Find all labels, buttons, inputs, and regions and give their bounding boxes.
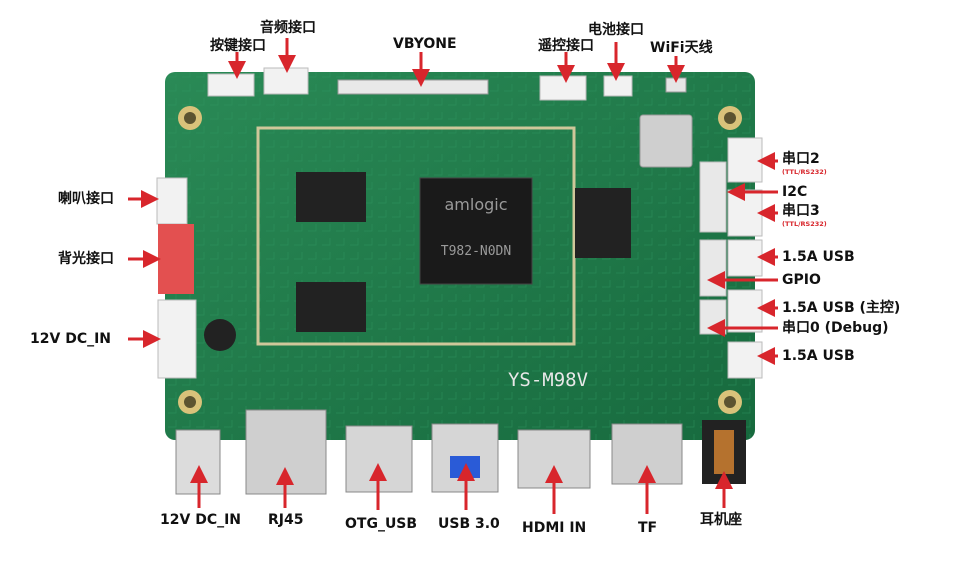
label-backlight: 背光接口 [58, 251, 114, 267]
battery-connector [603, 75, 633, 97]
label-remote: 遥控接口 [538, 38, 594, 54]
label-speaker: 喇叭接口 [58, 191, 114, 207]
remote-connector [539, 75, 587, 101]
soc-chip [419, 177, 533, 285]
label-uart2: 串口2 [782, 151, 820, 167]
label-uart3-sub: (TTL/RS232) [782, 220, 827, 228]
backlight-connector [158, 224, 194, 294]
board-model-text: YS-M98V [508, 369, 588, 391]
label-dc-in-left: 12V DC_IN [30, 331, 112, 347]
label-i2c: I2C [782, 184, 808, 200]
ram-chip-1 [296, 172, 366, 222]
label-uart2-sub: (TTL/RS232) [782, 168, 827, 176]
label-usb-main: 1.5A USB (主控) [782, 300, 901, 316]
speaker-connector [156, 177, 188, 225]
ram-chip-2 [296, 282, 366, 332]
right-connector-block-6 [727, 289, 763, 333]
mounting-holes [178, 106, 742, 414]
label-gpio: GPIO [782, 272, 821, 288]
right-connector-block-5 [699, 239, 727, 297]
label-dc-in-bottom: 12V DC_IN [160, 512, 242, 528]
soc-brand-text: amlogic [444, 195, 507, 214]
shield-frame [256, 126, 576, 346]
right-connector-block-3 [727, 189, 763, 237]
pcb-board [156, 67, 763, 495]
label-usb3: USB 3.0 [438, 516, 500, 532]
label-buttons: 按键接口 [210, 38, 266, 54]
button-connector [207, 73, 255, 97]
label-battery: 电池接口 [588, 22, 644, 38]
label-otg: OTG_USB [345, 516, 418, 532]
label-hdmi: HDMI IN [522, 520, 587, 536]
vbyone-connector [337, 79, 489, 95]
right-connector-block-1 [727, 137, 763, 183]
label-tf: TF [638, 520, 658, 536]
label-wifi: WiFi天线 [650, 40, 713, 56]
right-connector-block-2 [699, 161, 727, 233]
wifi-module [639, 114, 693, 168]
callout-arrows [128, 38, 778, 514]
label-usb-1: 1.5A USB [782, 249, 855, 265]
label-uart0: 串口0 (Debug) [782, 320, 889, 336]
right-connector-block-8 [727, 341, 763, 379]
soc-model-text: T982-N0DN [441, 244, 511, 259]
label-usb-2: 1.5A USB [782, 348, 855, 364]
wifi-antenna-connector [665, 77, 687, 93]
audio-connector [263, 67, 309, 95]
dc-in-connector-left [157, 299, 197, 379]
label-rj45: RJ45 [268, 512, 304, 528]
label-vbyone: VBYONE [393, 36, 457, 52]
right-connector-block-4 [727, 239, 763, 277]
emmc-chip [575, 188, 631, 258]
label-uart3: 串口3 [782, 203, 820, 219]
label-headphone: 耳机座 [700, 512, 742, 528]
label-audio: 音频接口 [260, 20, 316, 36]
capacitor [204, 319, 236, 351]
